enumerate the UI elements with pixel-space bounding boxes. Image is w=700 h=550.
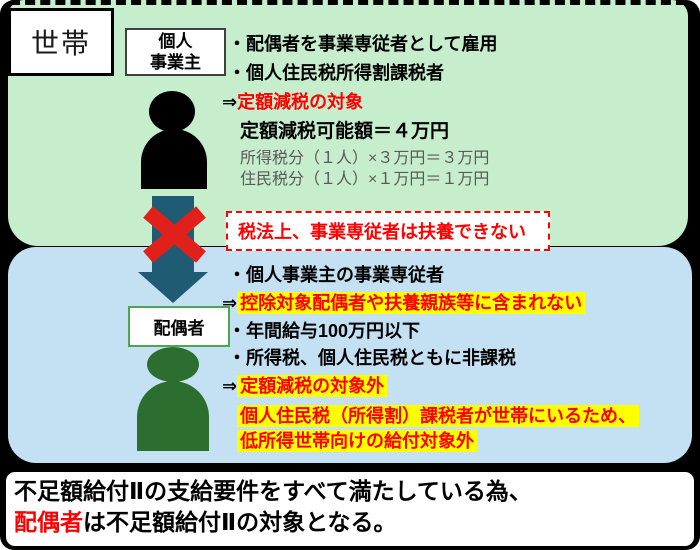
tax-reduction-amount-title: 定額減税可能額＝４万円 [240,121,450,142]
proprietor-label-line1: 個人 [158,32,193,51]
restriction-note-text: 税法上、事業専従者は扶養できない [238,222,526,242]
spouse-note-line-1: 個人住民税（所得割）課税者が世帯にいるため、 [237,402,639,428]
implies-arrow: ⇒ [222,92,238,112]
spouse-person-icon [137,381,209,451]
proprietor-label-box: 個人 事業主 [125,28,226,76]
spouse-bullet-2: ・年間給与100万円以下 [228,321,421,341]
spouse-note-line-2: 低所得世帯向けの給付対象外 [237,427,477,453]
proprietor-person-icon [149,91,195,132]
proprietor-conclusion-line: ⇒定額減税の対象 [222,88,363,114]
conclusion-line-2: 配偶者は不足額給付Ⅱの対象となる。 [14,507,684,538]
conclusion-panel [3,469,697,549]
resident-tax-detail: 住民税分（１人）×１万円＝１万円 [240,171,490,188]
implies-arrow: ⇒ [222,293,238,313]
conclusion-line-1: 不足額給付Ⅱの支給要件をすべて満たしている為、 [14,478,532,504]
spouse-person-icon [147,347,199,382]
spouse-label: 配偶者 [153,319,205,338]
proprietor-conclusion: 定額減税の対象 [237,92,364,112]
proprietor-bullet-1: ・配偶者を事業専従者として雇用 [228,34,498,54]
spouse-highlight-2: 定額減税の対象外 [237,375,388,397]
spouse-bullet-3: ・所得税、個人住民税ともに非課税 [228,348,516,368]
spouse-bullet-1: ・個人事業主の事業専従者 [228,265,444,285]
proprietor-household-panel [8,0,688,246]
spouse-highlight-line-1: ⇒控除対象配偶者や扶養親族等に含まれない [222,289,586,315]
spouse-panel [8,247,692,463]
proprietor-bullet-2: ・個人住民税所得割課税者 [228,63,444,83]
proprietor-person-icon [141,129,207,189]
conclusion-spouse-emphasis: 配偶者 [14,509,83,535]
conclusion-text: 不足額給付Ⅱの支給要件をすべて満たしている為、 配偶者は不足額給付Ⅱの対象となる… [14,476,684,538]
restriction-note-box: 税法上、事業専従者は扶養できない [226,211,550,251]
spouse-highlight-line-2: ⇒定額減税の対象外 [222,372,388,398]
household-label: 世帯 [30,28,91,59]
conclusion-line-2-rest: は不足額給付Ⅱの対象となる。 [83,509,397,535]
proprietor-label-line2: 事業主 [150,53,201,72]
spouse-highlight-1: 控除対象配偶者や扶養親族等に含まれない [237,292,586,314]
income-tax-detail: 所得税分（１人）×３万円＝３万円 [240,150,490,167]
spouse-label-box: 配偶者 [128,306,230,347]
implies-arrow: ⇒ [222,376,238,396]
household-dashed-border [10,0,686,5]
household-label-box: 世帯 [8,8,114,76]
